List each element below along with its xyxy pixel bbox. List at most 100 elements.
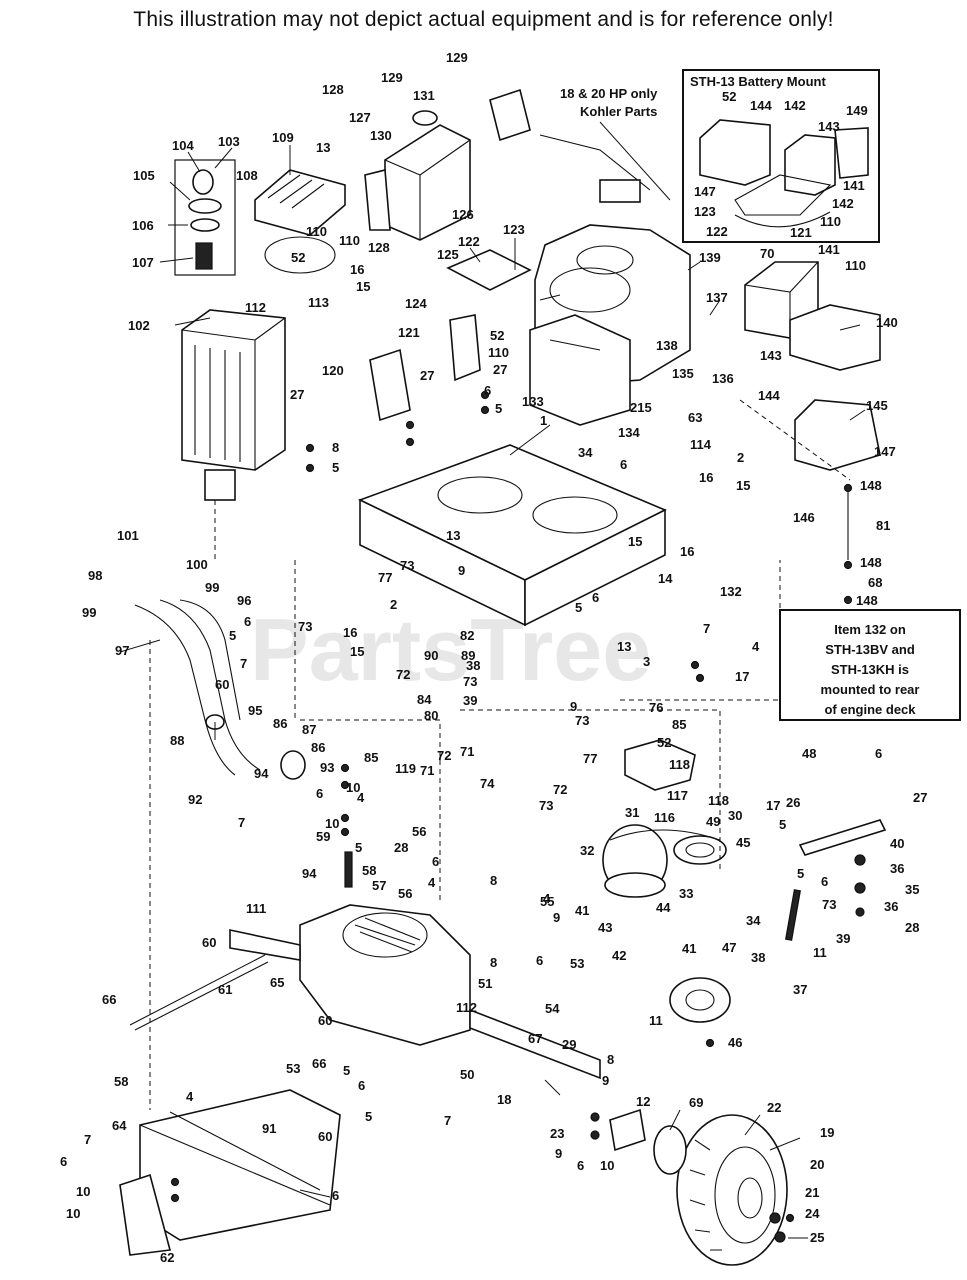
part-label: 110 <box>339 233 360 248</box>
disclaimer-text: This illustration may not depict actual … <box>133 8 834 31</box>
part-label: 126 <box>452 207 474 222</box>
part-label: 10 <box>66 1206 80 1221</box>
part-label: 42 <box>612 948 626 963</box>
part-label: 38 <box>466 658 480 673</box>
engine-plate <box>446 249 532 291</box>
part-label: 112 <box>456 1000 477 1015</box>
part-label: 5 <box>332 460 339 475</box>
part-label: 81 <box>876 518 890 533</box>
part-label: 6 <box>577 1158 584 1173</box>
part-label: 16 <box>699 470 713 485</box>
part-label: 30 <box>728 808 742 823</box>
part-label: 5 <box>779 817 786 832</box>
part-label: 82 <box>460 628 474 643</box>
part-label: 6 <box>484 383 491 398</box>
part-label: 133 <box>522 394 544 409</box>
kohler-note-leader <box>599 121 671 201</box>
part-label: 60 <box>202 935 216 950</box>
part-label: 99 <box>205 580 219 595</box>
part-label: 33 <box>679 886 693 901</box>
part-label: 29 <box>562 1037 576 1052</box>
part-label: 15 <box>350 644 364 659</box>
part-label: 6 <box>536 953 543 968</box>
part-label: 131 <box>413 88 435 103</box>
part-label: 144 <box>750 98 772 113</box>
part-label: 118 <box>669 757 690 772</box>
part-label: 6 <box>821 874 828 889</box>
part-label: 147 <box>694 184 716 199</box>
part-label: 8 <box>490 955 497 970</box>
part-label: 89 <box>461 648 475 663</box>
part-label: 5 <box>797 866 804 881</box>
part-label: 144 <box>758 388 780 403</box>
kohler-note-line-1: 18 & 20 HP only <box>560 86 658 101</box>
steering-rod <box>129 954 269 1031</box>
part-label: 66 <box>312 1056 326 1071</box>
part-label: 148 <box>860 478 882 493</box>
part-label: 111 <box>246 901 266 916</box>
part-label: 71 <box>420 763 434 778</box>
part-label: 134 <box>618 425 640 440</box>
part-label: 31 <box>625 805 639 820</box>
part-label: 142 <box>832 196 854 211</box>
part-label: 4 <box>752 639 760 654</box>
part-label: 6 <box>432 854 439 869</box>
part-label: 13 <box>446 528 460 543</box>
part-label: 132 <box>720 584 742 599</box>
part-label: 16 <box>343 625 357 640</box>
item-note-frame <box>779 609 961 721</box>
part-label: 105 <box>133 168 155 183</box>
part-label: 27 <box>420 368 434 383</box>
part-label: 84 <box>417 692 432 707</box>
part-label: 51 <box>478 976 492 991</box>
part-label: 34 <box>578 445 593 460</box>
part-label: 80 <box>424 708 438 723</box>
part-label: 86 <box>273 716 287 731</box>
part-label: 123 <box>503 222 525 237</box>
part-label: 49 <box>706 814 720 829</box>
part-label: 39 <box>836 931 850 946</box>
part-label: 32 <box>580 843 594 858</box>
part-label: 22 <box>767 1100 781 1115</box>
part-label: 148 <box>856 593 878 608</box>
rear-wheel <box>609 1108 788 1266</box>
part-label: 56 <box>398 886 412 901</box>
part-label: 52 <box>490 328 504 343</box>
part-label: 8 <box>490 873 497 888</box>
part-label: 72 <box>396 667 410 682</box>
part-label: 28 <box>905 920 919 935</box>
part-label: 73 <box>539 798 553 813</box>
part-label: 3 <box>643 654 650 669</box>
part-label: 77 <box>378 570 392 585</box>
part-label: 90 <box>424 648 438 663</box>
part-label: 6 <box>244 614 251 629</box>
part-label: 5 <box>495 401 502 416</box>
part-label: 85 <box>672 717 686 732</box>
part-label: 27 <box>913 790 927 805</box>
part-label: 100 <box>186 557 208 572</box>
part-label: 35 <box>905 882 919 897</box>
part-label: 102 <box>128 318 150 333</box>
part-label: 128 <box>322 82 344 97</box>
part-label: 48 <box>802 746 816 761</box>
part-label: 107 <box>132 255 154 270</box>
part-label: 52 <box>657 735 671 750</box>
part-label: 60 <box>318 1013 332 1028</box>
part-label: 27 <box>290 387 304 402</box>
item-note-line-3: STH-13KH is <box>831 662 909 677</box>
part-label: 10 <box>76 1184 90 1199</box>
part-label: 130 <box>370 128 392 143</box>
part-label: 11 <box>813 945 827 960</box>
part-label: 118 <box>708 793 729 808</box>
pulley-assembly <box>602 824 731 1023</box>
part-label: 7 <box>444 1113 451 1128</box>
part-label: 109 <box>272 130 294 145</box>
part-label: 73 <box>575 713 589 728</box>
engine <box>529 224 691 426</box>
part-label: 110 <box>845 258 866 273</box>
part-label: 61 <box>218 982 232 997</box>
part-label: 73 <box>463 674 477 689</box>
part-label: 26 <box>786 795 800 810</box>
part-label: 53 <box>286 1061 300 1076</box>
part-label: 112 <box>245 300 266 315</box>
